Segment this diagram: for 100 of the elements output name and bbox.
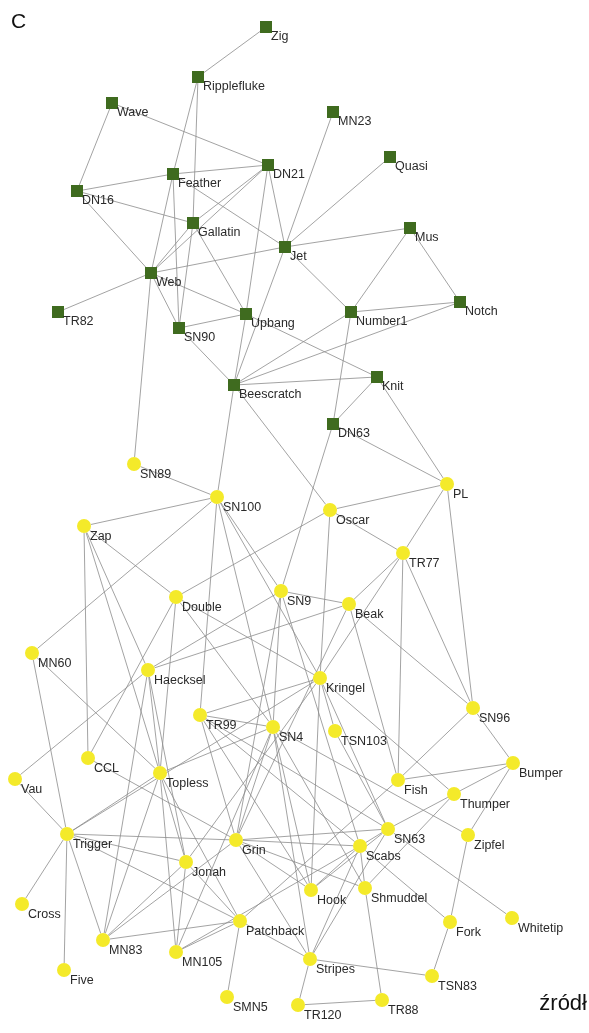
connection-line	[178, 733, 271, 946]
connection-line	[405, 559, 471, 702]
connection-line	[476, 713, 510, 758]
node-label: PL	[453, 488, 469, 501]
node-label: Double	[182, 601, 222, 614]
connection-line	[447, 490, 473, 702]
node-label: Shmuddel	[371, 892, 428, 905]
connection-line	[218, 503, 272, 721]
node-label: Bumper	[519, 767, 563, 780]
node-label: MN105	[182, 956, 223, 969]
node-label: TR120	[304, 1009, 342, 1022]
node-label: Mus	[415, 231, 439, 244]
connection-line	[153, 594, 276, 667]
connection-line	[184, 314, 241, 328]
connection-line	[241, 843, 306, 887]
node-label: Knit	[382, 380, 404, 393]
connection-line	[312, 852, 358, 953]
connection-line	[195, 227, 244, 310]
connection-line	[140, 466, 211, 495]
connection-line	[287, 591, 343, 604]
node-label: Fish	[404, 784, 428, 797]
connection-line	[238, 609, 347, 835]
connection-line	[235, 252, 284, 380]
node-label: Upbang	[251, 317, 295, 330]
connection-line	[190, 866, 236, 917]
connection-line	[181, 600, 315, 675]
connection-line	[354, 232, 407, 308]
connection-line	[63, 274, 146, 311]
connection-line	[335, 513, 398, 550]
connection-line	[404, 763, 507, 780]
node-label: DN63	[338, 427, 370, 440]
connection-line	[299, 965, 309, 999]
node-label: CCL	[94, 762, 119, 775]
node-label: Ripplefluke	[203, 80, 265, 93]
connection-line	[337, 736, 386, 824]
node-label: TR77	[409, 557, 440, 570]
connection-line	[107, 866, 182, 936]
connection-line	[78, 108, 111, 186]
connection-line	[203, 720, 308, 885]
connection-line	[393, 832, 507, 915]
connection-line	[151, 179, 173, 268]
connection-line	[365, 894, 382, 994]
connection-line	[153, 277, 177, 324]
node-label: SN9	[287, 595, 312, 608]
node-label: Gallatin	[198, 226, 241, 239]
connection-line	[321, 684, 334, 725]
connection-line	[268, 170, 285, 242]
node-label: Whitetip	[518, 922, 564, 935]
node-label: Cross	[28, 908, 61, 921]
node-label: Trigger	[73, 838, 113, 851]
node-label: SN90	[184, 331, 216, 344]
connection-line	[161, 779, 185, 856]
connection-line	[286, 117, 332, 242]
connection-line	[155, 168, 264, 270]
node-label: Notch	[465, 305, 498, 318]
node-label: Wave	[117, 106, 149, 119]
connection-line	[174, 82, 197, 169]
connection-line	[459, 765, 508, 792]
node-label: Number1	[356, 315, 408, 328]
connection-line	[365, 832, 383, 843]
connection-line	[109, 921, 234, 940]
node-label: MN83	[109, 944, 143, 957]
connection-line	[333, 317, 351, 419]
connection-line	[238, 314, 347, 383]
connection-line	[364, 850, 446, 918]
connection-line	[354, 608, 468, 704]
connection-line	[239, 376, 372, 386]
connection-line	[227, 927, 240, 991]
connection-line	[242, 842, 359, 886]
connection-line	[242, 829, 382, 840]
connection-line	[200, 503, 217, 709]
node-label: MN23	[338, 115, 372, 128]
node-label: SN63	[394, 833, 426, 846]
connection-line	[63, 840, 68, 964]
connection-line	[86, 532, 146, 664]
connection-line	[239, 303, 455, 384]
node-label: Grin	[242, 844, 266, 857]
connection-line	[322, 684, 386, 823]
connection-line	[20, 674, 143, 775]
node-label: Thumper	[460, 798, 511, 811]
node-label: Kringel	[326, 682, 365, 695]
connection-line	[148, 676, 160, 767]
node-label: SMN5	[233, 1001, 268, 1014]
connection-line	[73, 835, 180, 861]
connection-line	[278, 730, 463, 832]
connection-line	[239, 845, 307, 954]
connection-line	[245, 923, 305, 957]
node-label: Beak	[355, 608, 384, 621]
connection-line	[181, 513, 325, 594]
source-note: źródł	[539, 992, 587, 1014]
connection-line	[451, 841, 467, 916]
connection-line	[80, 195, 148, 269]
node-label: TSN103	[341, 735, 387, 748]
connection-line	[82, 192, 188, 222]
node-label: Topless	[166, 777, 209, 790]
node-label: TR99	[206, 719, 237, 732]
connection-line	[315, 850, 356, 886]
node-label: Zap	[90, 530, 112, 543]
connection-line	[149, 676, 185, 856]
node-label: Quasi	[395, 160, 428, 173]
